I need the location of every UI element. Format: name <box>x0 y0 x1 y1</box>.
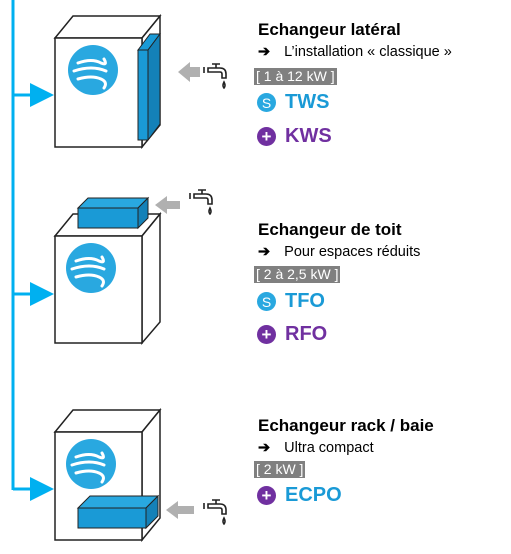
plus-badge-icon: + <box>257 486 276 505</box>
row-1-desc-line: ➔ L’installation « classique » <box>258 44 452 60</box>
gray-arrow-icon <box>155 196 180 214</box>
product-kws[interactable]: + KWS <box>257 125 332 148</box>
fan-icon <box>68 45 118 95</box>
row-2-desc: Pour espaces réduits <box>284 244 421 260</box>
faucet-icon <box>203 499 227 526</box>
row-1-range: [ 1 à 12 kW ] <box>254 68 337 85</box>
product-ecpo[interactable]: + ECPO <box>257 484 342 507</box>
fan-icon <box>66 243 116 293</box>
row-2-title: Echangeur de toit <box>258 220 402 239</box>
product-tws[interactable]: S TWS <box>257 91 329 114</box>
product-rfo[interactable]: + RFO <box>257 323 327 346</box>
plus-badge-icon: + <box>257 325 276 344</box>
arrow-icon: ➔ <box>258 44 271 60</box>
fan-icon <box>66 439 116 489</box>
row-1-desc: L’installation « classique » <box>284 44 452 60</box>
row-3-desc-line: ➔ Ultra compact <box>258 440 374 456</box>
row-1-title: Echangeur latéral <box>258 20 401 39</box>
gray-arrow-icon <box>166 501 194 519</box>
product-name: TWS <box>285 91 330 113</box>
row-2-desc-line: ➔ Pour espaces réduits <box>258 244 420 260</box>
row-2-range: [ 2 à 2,5 kW ] <box>254 266 341 283</box>
product-name: TFO <box>285 290 325 312</box>
plus-badge-icon: + <box>257 127 276 146</box>
gray-arrow-icon <box>178 62 200 82</box>
row-3-range: [ 2 kW ] <box>254 461 306 478</box>
product-tfo[interactable]: S TFO <box>257 290 325 313</box>
faucet-icon <box>203 63 227 90</box>
product-name: RFO <box>285 323 328 345</box>
arrow-icon: ➔ <box>258 440 271 456</box>
arrow-icon: ➔ <box>258 244 271 260</box>
product-name: KWS <box>285 125 332 147</box>
row-3-title: Echangeur rack / baie <box>258 416 434 435</box>
product-name: ECPO <box>285 484 342 506</box>
row-3-desc: Ultra compact <box>284 440 374 456</box>
standard-badge-icon: S <box>257 292 276 311</box>
standard-badge-icon: S <box>257 93 276 112</box>
faucet-icon <box>189 189 213 216</box>
cabinet-1 <box>53 13 162 150</box>
